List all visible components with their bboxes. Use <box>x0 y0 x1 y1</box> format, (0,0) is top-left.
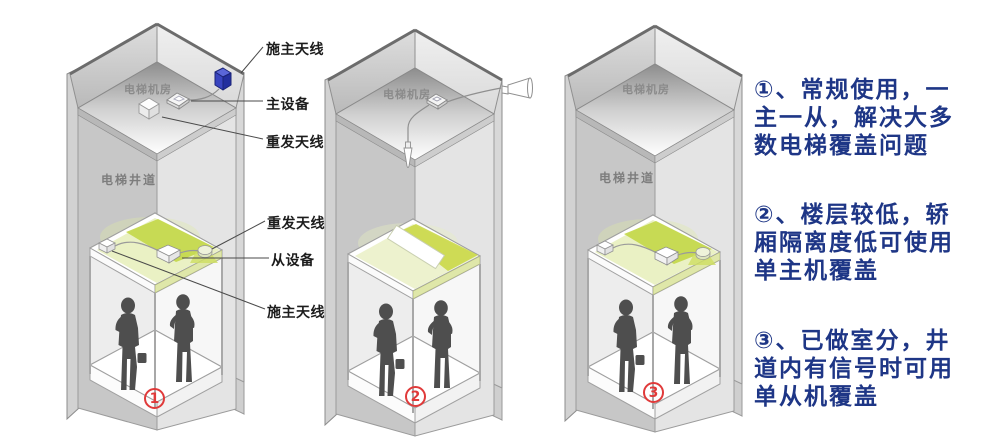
feeder-cable <box>446 87 502 103</box>
shaft-label-3: 电梯井道 <box>599 171 656 185</box>
note-2-line-3: 单主机覆盖 <box>754 258 879 284</box>
elevator-diagram-2 <box>323 28 533 438</box>
callout-retransmit-antenna-top: 重发天线 <box>266 135 324 151</box>
main-unit-device-icon <box>426 93 448 110</box>
note-3: ③、已做室分，井 道内有信号时可用 单从机覆盖 <box>754 327 990 411</box>
note-3-line-3: 单从机覆盖 <box>754 384 879 410</box>
diagram-number-badge-1: 1 <box>144 388 165 409</box>
note-1-line-1: ①、常规使用，一 <box>754 77 951 103</box>
shaft-feeder-antenna-icon <box>403 141 413 168</box>
note-1-line-3: 数电梯覆盖问题 <box>754 133 929 159</box>
machine-room-kit-2 <box>403 77 533 168</box>
note-3-line-1: ③、已做室分，井 <box>754 328 951 354</box>
machine-room-label-3: 电梯机房 <box>622 83 670 96</box>
retransmit-antenna-icon <box>138 97 160 120</box>
note-2-line-2: 厢隔离度低可使用 <box>754 230 954 256</box>
elevator-diagram-3 <box>563 24 744 434</box>
callout-retransmit-antenna-car: 重发天线 <box>267 216 325 232</box>
callout-main-unit: 主设备 <box>266 97 310 113</box>
callout-donor-antenna-top: 施主天线 <box>266 42 324 58</box>
machine-room-label-1: 电梯机房 <box>124 83 172 96</box>
callout-slave-unit: 从设备 <box>271 253 315 269</box>
feeder-cable <box>187 88 220 101</box>
yagi-antenna-icon <box>501 77 533 99</box>
shaft-label-1: 电梯井道 <box>101 173 158 187</box>
machine-room-label-2: 电梯机房 <box>383 88 431 101</box>
diagram-number-badge-3: 3 <box>643 382 664 403</box>
note-1-line-2: 主一从，解决大多 <box>754 105 954 131</box>
leader-lines <box>111 46 269 310</box>
feeder-cable <box>407 104 430 146</box>
note-2-line-1: ②、楼层较低，轿 <box>754 202 951 228</box>
note-3-line-2: 道内有信号时可用 <box>754 356 954 382</box>
note-2: ②、楼层较低，轿 厢隔离度低可使用 单主机覆盖 <box>754 201 990 285</box>
donor-antenna-icon <box>214 67 232 91</box>
main-unit-device-icon <box>166 92 190 110</box>
machine-room-kit-1 <box>138 67 232 120</box>
diagram-number-badge-2: 2 <box>405 386 426 407</box>
note-1: ①、常规使用，一 主一从，解决大多 数电梯覆盖问题 <box>754 76 990 160</box>
elevator-diagram-1 <box>65 22 246 432</box>
callout-donor-antenna-car: 施主天线 <box>267 305 325 321</box>
